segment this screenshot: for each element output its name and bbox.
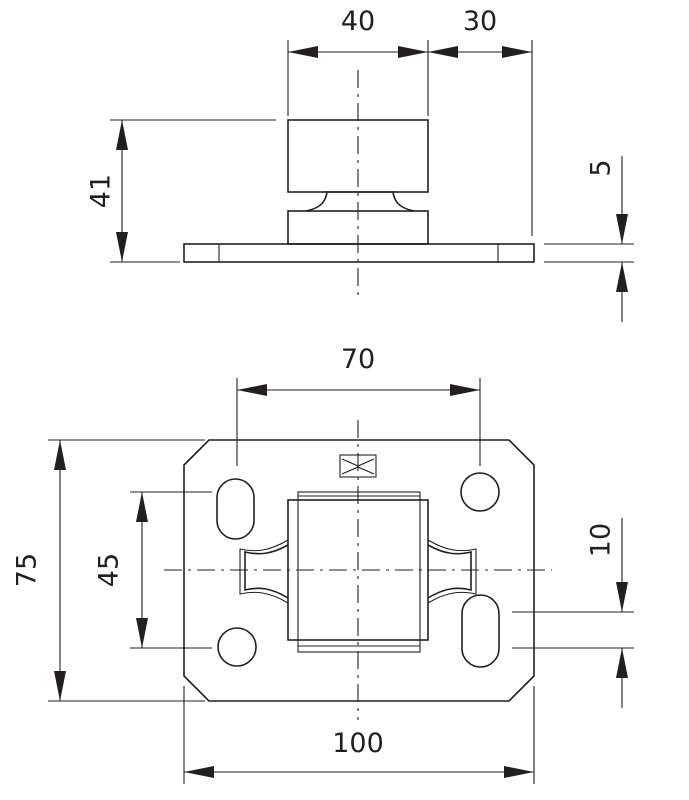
arrow-head: [136, 492, 148, 522]
arrow-head: [398, 46, 428, 58]
arrow-head: [54, 671, 66, 701]
dim-label-70: 70: [341, 344, 375, 375]
arrow-head: [136, 618, 148, 648]
dim-label-41: 41: [86, 174, 117, 208]
dim-label-40: 40: [341, 6, 375, 37]
side-neck: [305, 191, 415, 212]
dim-label-30: 30: [463, 6, 497, 37]
hole-top-right: [460, 472, 500, 512]
arrow-head: [237, 384, 267, 396]
side-base-plate: [183, 243, 535, 263]
slot-top-left: [216, 478, 255, 540]
flare-left: [244, 544, 289, 599]
arrow-head: [616, 214, 628, 244]
arrow-head: [616, 648, 628, 678]
slot-bottom-right: [461, 594, 500, 668]
arrow-head: [116, 120, 128, 150]
arrow-head: [616, 582, 628, 612]
dim-label-100: 100: [332, 728, 384, 759]
hole-bottom-left: [217, 627, 257, 667]
side-view: 40 30 41 5: [86, 6, 634, 322]
flare-right-outer: [427, 539, 477, 604]
dim-label-10: 10: [586, 523, 617, 557]
arrow-head: [504, 766, 534, 778]
arrow-head: [116, 232, 128, 262]
dim-label-45: 45: [94, 553, 125, 587]
dim-label-5: 5: [586, 159, 617, 176]
arrow-head: [54, 440, 66, 470]
flare-right: [427, 544, 472, 599]
arrow-head: [428, 46, 458, 58]
arrow-head: [288, 46, 318, 58]
arrow-head: [184, 766, 214, 778]
arrow-head: [450, 384, 480, 396]
top-base-plate: [183, 439, 535, 702]
top-view: 70 75 45 10 100: [12, 344, 634, 784]
arrow-head: [616, 262, 628, 292]
center-block-outer: [297, 491, 421, 653]
arrow-head: [502, 46, 532, 58]
dim-label-75: 75: [12, 553, 43, 587]
flare-left-outer: [239, 539, 289, 604]
